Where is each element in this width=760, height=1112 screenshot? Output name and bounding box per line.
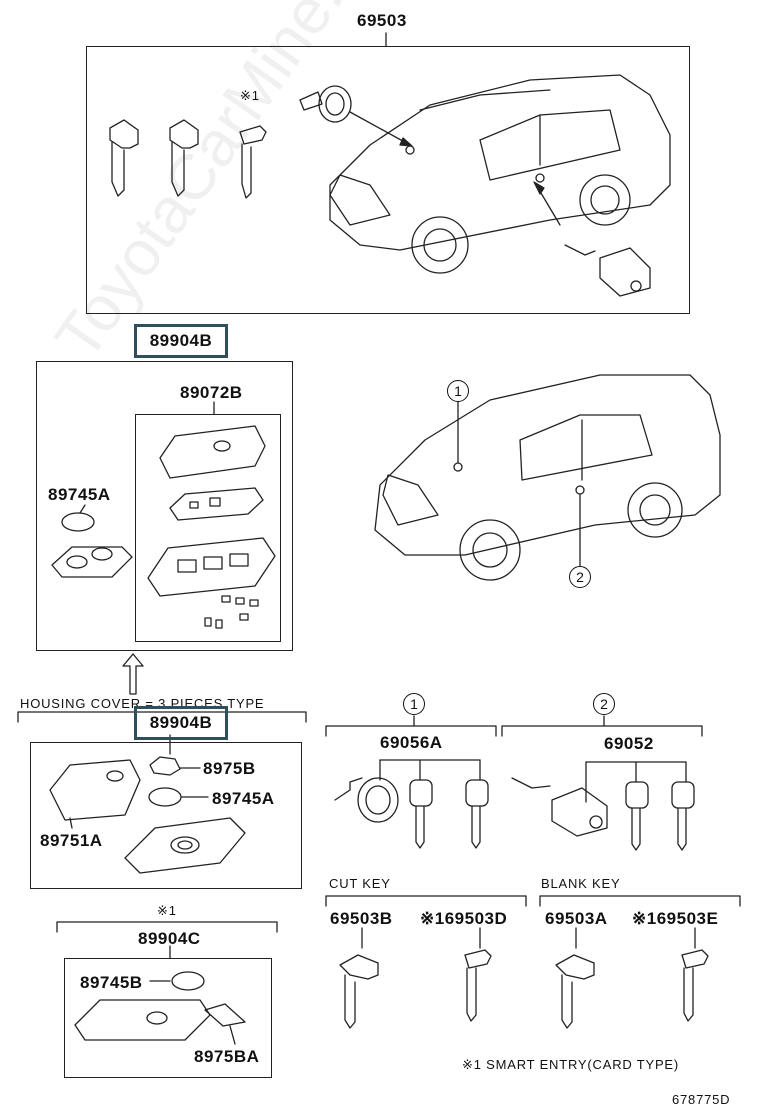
blank-key-illustration-2 [681, 949, 709, 1022]
part-number-69503[interactable]: 69503 [357, 11, 407, 30]
door-cylinder-illustration [511, 777, 608, 837]
part-number-69503A[interactable]: 69503A [545, 909, 608, 928]
door-lock-illustration-top [564, 244, 651, 297]
part-number-69503B[interactable]: 69503B [330, 909, 393, 928]
ignition-cylinder-illustration [334, 777, 399, 823]
lock-cylinder-illustration [299, 85, 352, 123]
key-illustration-g2a [625, 781, 649, 851]
suv-illustration-top [329, 74, 671, 274]
assembly-89904B-highlight-2[interactable]: 89904B [134, 706, 228, 740]
assembly-89904C-box [64, 958, 272, 1078]
part-number-89751A[interactable]: 89751A [40, 831, 103, 850]
part-number-89072B[interactable]: 89072B [180, 383, 243, 402]
assembly-89904B-box [36, 361, 293, 651]
fob-base-illustration [124, 817, 246, 874]
callout-2-car: 2 [569, 566, 591, 588]
key-illustration-g2b [671, 781, 695, 851]
part-number-89904C[interactable]: 89904C [138, 929, 201, 948]
key-illustration-3 [239, 125, 267, 199]
part-8975B-illustration [149, 756, 181, 776]
battery-b-illustration [171, 971, 205, 991]
key-illustration-2 [169, 119, 199, 197]
part-8975BA-illustration [204, 1003, 246, 1027]
assembly-89904B-highlight[interactable]: 89904B [134, 324, 228, 358]
part-number-89745A-left[interactable]: 89745A [48, 485, 111, 504]
small-parts-illustration [204, 595, 259, 629]
fob-case-illustration [147, 537, 276, 597]
part-number-89904B[interactable]: 89904B [149, 331, 213, 350]
cut-key-illustration-1 [339, 954, 379, 1029]
part-number-8975BA[interactable]: 8975BA [194, 1047, 260, 1066]
part-number-89745A-right[interactable]: 89745A [212, 789, 275, 808]
part-number-89745B[interactable]: 89745B [80, 973, 143, 992]
diagram-id: 678775D [672, 1092, 731, 1107]
suv-illustration-middle [374, 374, 721, 581]
footnote-smart-entry: ※1 SMART ENTRY(CARD TYPE) [462, 1057, 680, 1072]
key-illustration-g1b [465, 779, 489, 849]
key-illustration-g1a [409, 779, 433, 849]
part-number-69056A[interactable]: 69056A [380, 733, 443, 752]
part-number-69052[interactable]: 69052 [604, 734, 654, 753]
battery-illustration-right [148, 787, 182, 807]
blank-key-title: BLANK KEY [541, 876, 621, 891]
sub-89072B-box [135, 414, 281, 642]
battery-illustration-left [61, 512, 95, 532]
callout-2-group: 2 [593, 693, 615, 715]
part-number-8975B[interactable]: 8975B [203, 759, 256, 778]
top-assembly-box [86, 46, 690, 314]
part-number-89904B-2[interactable]: 89904B [149, 713, 213, 732]
cut-key-illustration-2 [464, 949, 492, 1022]
callout-1-group: 1 [403, 693, 425, 715]
housing-cover-box [30, 742, 302, 889]
part-number-69503D[interactable]: ※169503D [420, 909, 508, 928]
smart-entry-mark-c: ※1 [157, 903, 177, 918]
blank-key-illustration-1 [555, 954, 595, 1029]
smart-entry-mark-top: ※1 [240, 88, 260, 103]
circuit-board-illustration [169, 487, 264, 521]
housing-cover-illustration [49, 759, 141, 821]
gasket-illustration [51, 546, 133, 578]
part-number-69503E[interactable]: ※169503E [632, 909, 719, 928]
key-illustration-1 [109, 119, 139, 197]
cut-key-title: CUT KEY [329, 876, 391, 891]
callout-1-car: 1 [447, 380, 469, 402]
fob-cover-illustration [159, 425, 266, 479]
